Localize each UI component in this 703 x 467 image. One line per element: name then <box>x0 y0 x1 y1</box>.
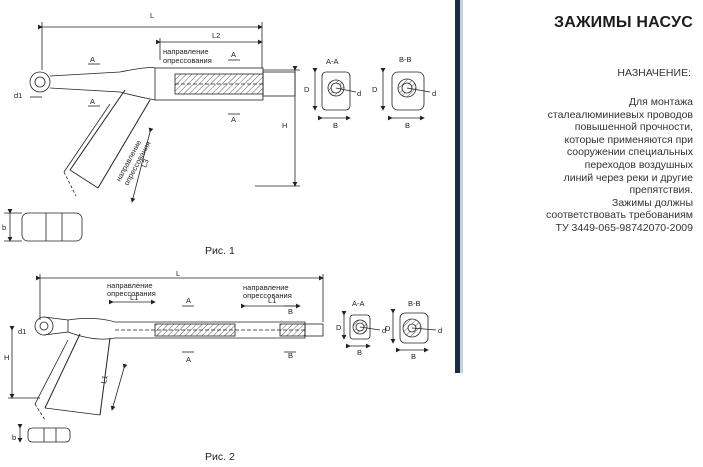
fig1-label-A-bottom: A <box>231 115 236 124</box>
info-title: ЗАЖИМЫ НАСУС <box>554 14 693 31</box>
fig2-label-A-bottom: A <box>186 355 191 364</box>
fig2-label-D-bb: D <box>385 324 391 333</box>
fig2-label-L1-left: L1 <box>130 293 138 302</box>
figure-2 <box>8 274 437 443</box>
fig1-label-B-bb: B <box>405 121 410 130</box>
fig1-label-A-left-bottom: A <box>90 97 95 106</box>
fig1-label-A-left-top: A <box>90 55 95 64</box>
fig1-label-b: b <box>2 223 6 232</box>
fig2-label-H: H <box>4 353 9 362</box>
fig1-press-label-2: опрессования <box>163 56 212 65</box>
figure-1-labels: L L2 направление опрессования A A A A d1… <box>2 11 436 257</box>
fig2-label-b: b <box>12 433 16 442</box>
fig2-label-A-top: A <box>186 296 191 305</box>
fig1-press-label-1: направление <box>163 47 209 56</box>
fig1-label-L3: L3 <box>139 158 150 169</box>
fig2-label-L1-branch: L1 <box>99 375 109 385</box>
fig2-press-left-2: опрессования <box>107 289 156 298</box>
fig2-section-aa: А-А <box>352 299 365 308</box>
fig2-press-right-2: опрессования <box>243 291 292 300</box>
fig1-label-L: L <box>150 11 154 20</box>
fig1-label-B-aa: B <box>333 121 338 130</box>
fig1-label-L2: L2 <box>212 31 220 40</box>
fig2-label-B-bottom: B <box>288 351 293 360</box>
fig2-label-B-top: B <box>288 307 293 316</box>
info-body: Для монтажа сталеалюминиевых проводов по… <box>546 96 693 234</box>
fig1-label-d-aa: d <box>357 89 361 98</box>
fig2-label-L: L <box>176 269 180 278</box>
fig2-label-d1: d1 <box>18 327 26 336</box>
fig1-caption: Рис. 1 <box>205 245 235 257</box>
fig1-section-bb: В-В <box>399 55 412 64</box>
fig2-label-d-bb: d <box>438 326 442 335</box>
fig1-label-D-aa: D <box>304 85 310 94</box>
fig2-label-L1-right: L1 <box>268 296 276 305</box>
fig1-label-d1: d1 <box>14 91 22 100</box>
fig2-caption: Рис. 2 <box>205 451 235 463</box>
technical-drawings: L L2 направление опрессования A A A A d1… <box>2 11 442 463</box>
drawing-area: L L2 направление опрессования A A A A d1… <box>2 11 442 463</box>
panel-divider-dark <box>455 0 460 373</box>
fig1-label-d-bb: d <box>432 89 436 98</box>
fig2-label-B-bb: B <box>411 352 416 361</box>
info-panel: ЗАЖИМЫ НАСУС НАЗНАЧЕНИЕ: Для монтажа ста… <box>466 0 703 467</box>
fig2-press-left-1: направление <box>107 281 153 290</box>
fig2-section-bb: В-В <box>408 299 421 308</box>
fig1-label-H: H <box>282 121 287 130</box>
fig2-label-d-aa: d <box>382 326 386 335</box>
fig2-label-D-aa: D <box>336 323 342 332</box>
panel-divider-light <box>460 0 463 373</box>
figure-1 <box>4 22 431 242</box>
fig1-section-aa: А-А <box>326 57 339 66</box>
fig2-press-right-1: направление <box>243 283 289 292</box>
fig2-label-B-aa: B <box>357 348 362 357</box>
fig1-label-A-top: A <box>231 50 236 59</box>
figure-2-labels: L направление опрессования направление о… <box>4 269 442 463</box>
info-subtitle: НАЗНАЧЕНИЕ: <box>617 67 691 79</box>
fig1-label-D-bb: D <box>372 85 378 94</box>
